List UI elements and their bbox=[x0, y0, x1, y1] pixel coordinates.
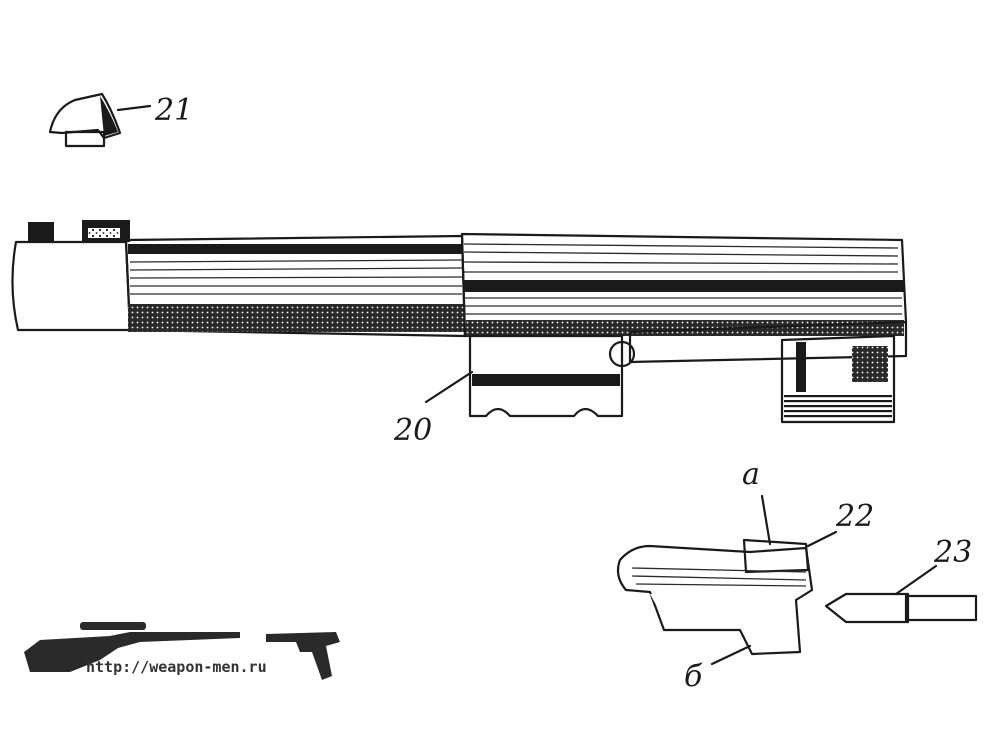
watermark-url: http://weapon-men.ru bbox=[86, 658, 267, 676]
pin-part bbox=[824, 564, 978, 624]
barrel-part bbox=[11, 220, 908, 424]
front-sight-part bbox=[48, 92, 152, 148]
label-21: 21 bbox=[154, 93, 193, 128]
rear-block-part bbox=[616, 494, 838, 666]
label-22: 22 bbox=[835, 499, 874, 534]
label-b: б bbox=[684, 659, 703, 694]
watermark-logo: http://weapon-men.ru bbox=[24, 622, 340, 680]
label-23: 23 bbox=[933, 535, 972, 570]
label-a: а bbox=[742, 457, 760, 492]
label-20: 20 bbox=[393, 413, 432, 448]
